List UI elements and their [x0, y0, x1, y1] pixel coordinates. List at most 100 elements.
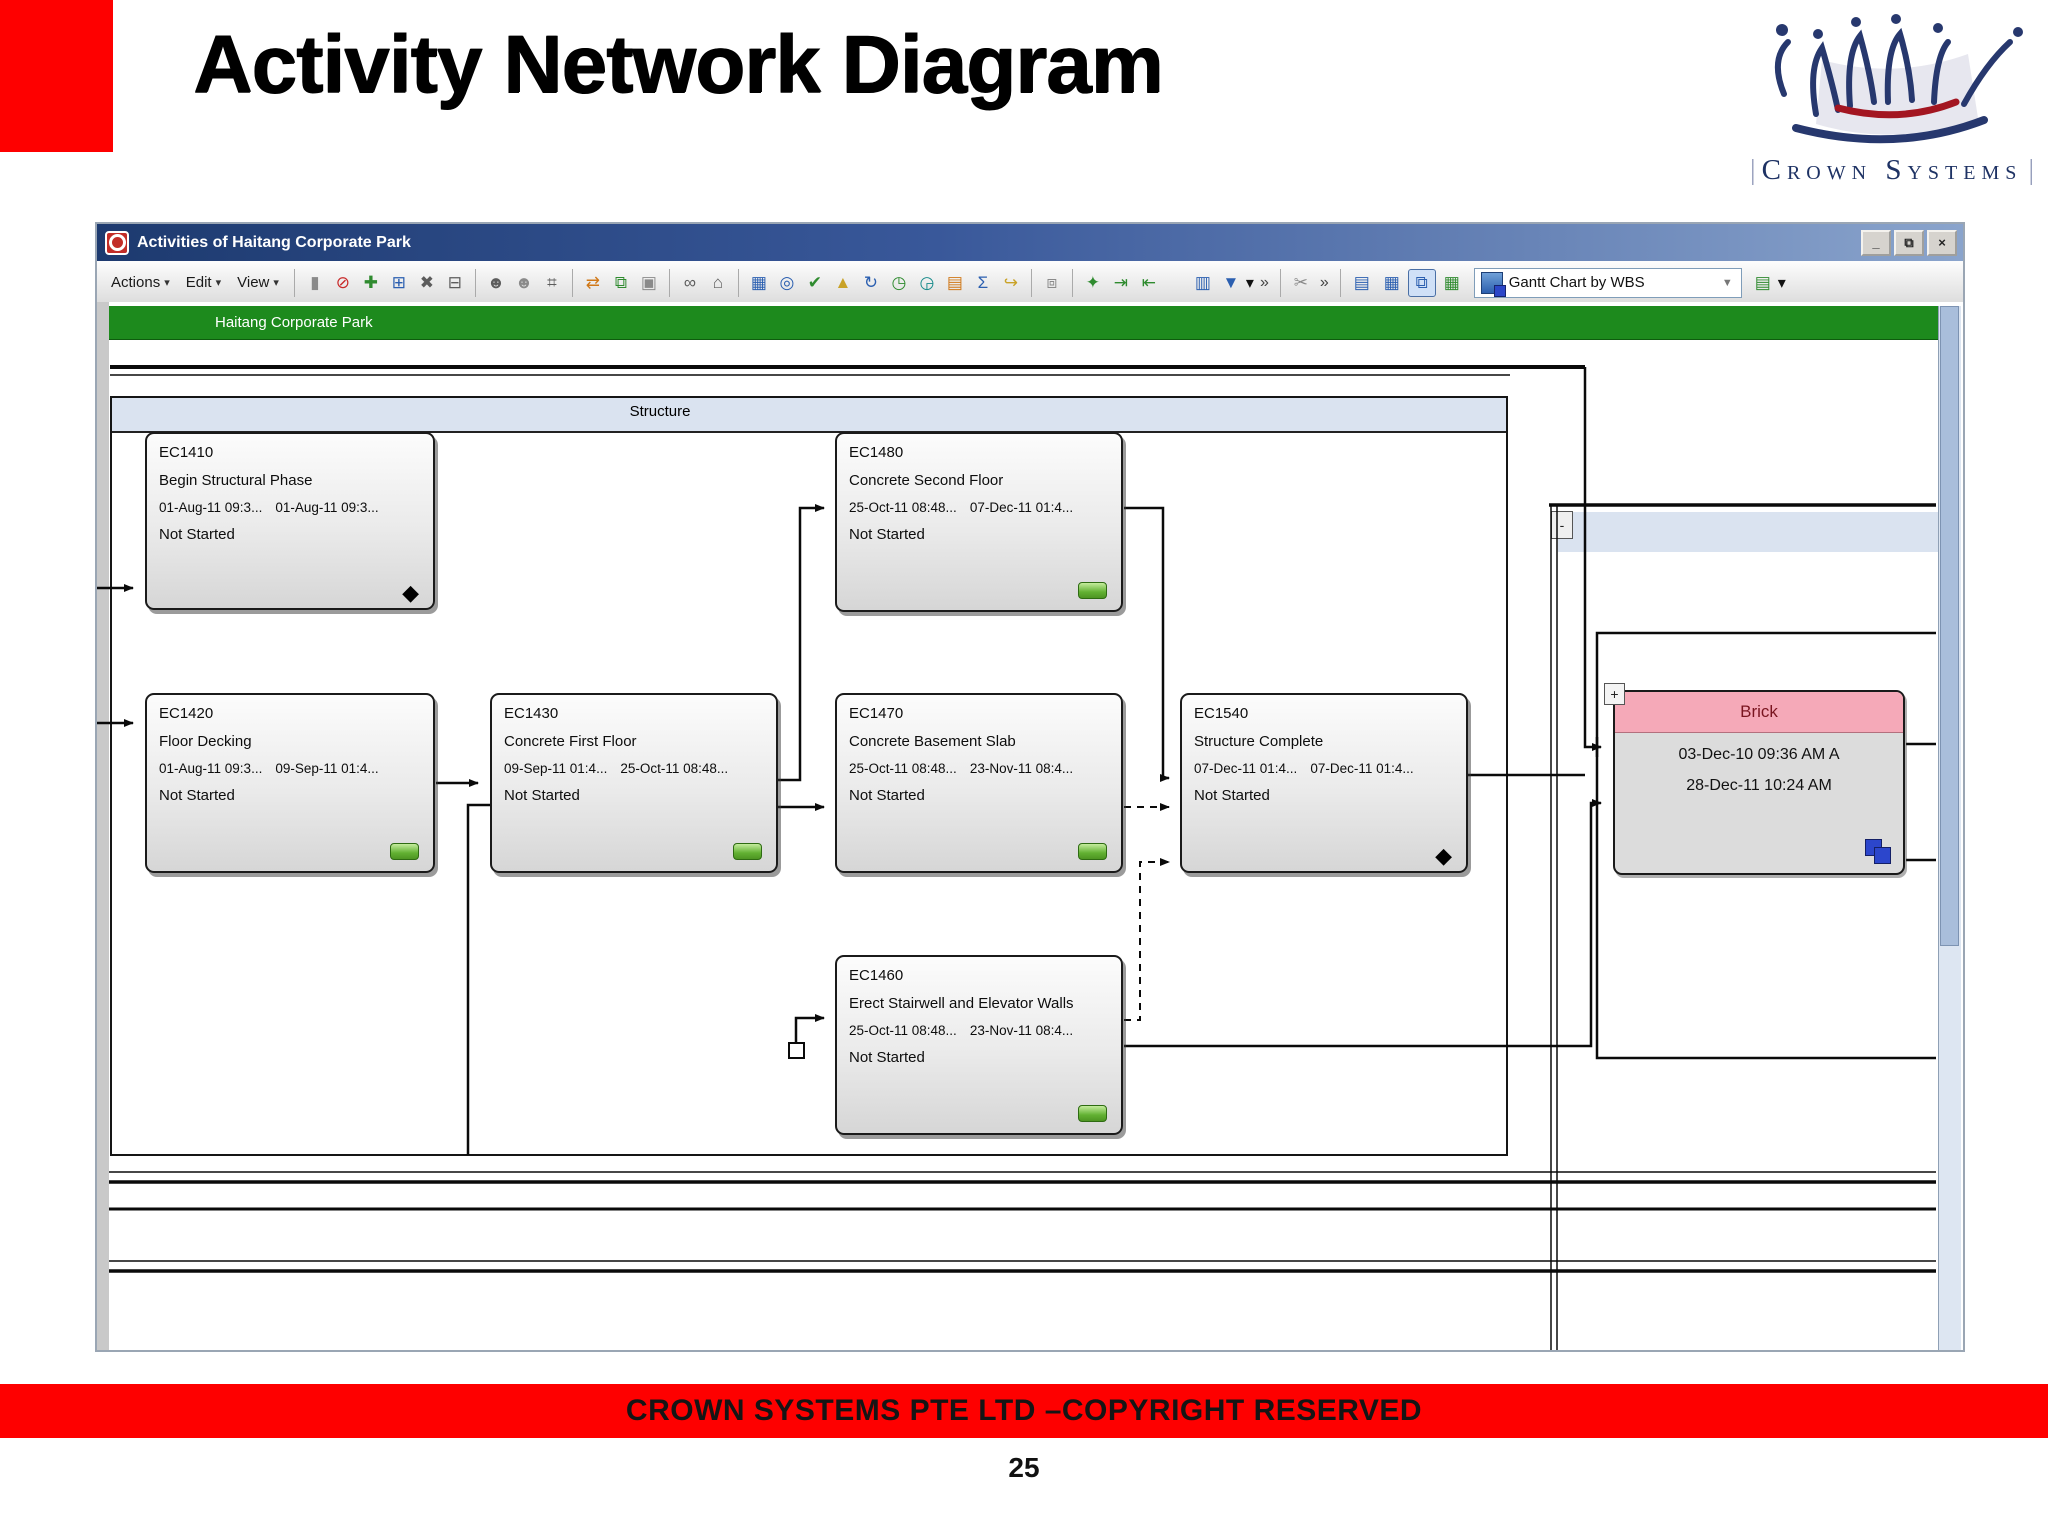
add-row-icon[interactable]: ⊞ — [391, 273, 407, 292]
task-bar-icon — [390, 843, 419, 860]
chevron-down-icon: ▾ — [164, 277, 170, 289]
group-squares-icon — [1865, 839, 1891, 864]
layout-selector[interactable]: Gantt Chart by WBS ▼ — [1473, 267, 1742, 298]
menu-actions[interactable]: Actions▾ — [111, 274, 170, 291]
wbs-structure-band[interactable] — [112, 398, 1506, 433]
network-view-icon[interactable]: ⧉ — [1407, 268, 1436, 297]
activity-box-ec1480[interactable]: EC1480 Concrete Second Floor 25-Oct-11 0… — [835, 432, 1123, 612]
leveler-icon[interactable]: ▲ — [834, 273, 852, 292]
activity-box-ec1460[interactable]: EC1460 Erect Stairwell and Elevator Wall… — [835, 955, 1123, 1135]
activity-box-brick[interactable]: Brick 03-Dec-10 09:36 AM A 28-Dec-11 10:… — [1613, 690, 1905, 875]
paste-icon[interactable]: ▣ — [640, 273, 657, 292]
page-number: 25 — [1008, 1452, 1040, 1483]
toolbar-right-group: ▥ ▼ ▾ » ✂ » ▤ ▦ ⧉ ▦ Gantt Chart by WBS ▼… — [1190, 267, 1786, 298]
summarize-icon[interactable]: Σ — [977, 273, 989, 292]
filter-icon[interactable]: ▼ — [1222, 273, 1240, 292]
canvas-left-margin — [97, 302, 109, 1350]
wbs-second-band[interactable] — [1558, 512, 1938, 552]
page-title: Activity Network Diagram — [193, 19, 1163, 110]
send-project-icon[interactable]: ↪ — [1003, 273, 1019, 292]
home-icon[interactable]: ⌂ — [712, 273, 724, 292]
print-preview-icon[interactable]: ⧈ — [1046, 273, 1058, 292]
minimize-button[interactable]: _ — [1861, 229, 1891, 256]
expand-button[interactable]: + — [1604, 683, 1625, 705]
activity-name: Erect Stairwell and Elevator Walls — [849, 995, 1074, 1012]
find-document-icon[interactable]: ◎ — [779, 273, 795, 292]
copy-icon[interactable]: ⧉ — [614, 273, 627, 292]
role-icon[interactable]: ☻ — [514, 273, 533, 292]
activity-dates: 25-Oct-11 08:48...23-Nov-11 08:4... — [849, 1023, 1074, 1038]
add-activity-icon[interactable]: ✚ — [363, 273, 379, 292]
logo-name: Crown Systems — [1761, 154, 2023, 186]
excel-import-icon[interactable]: ⇥ — [1113, 273, 1129, 292]
columns-icon[interactable]: ▥ — [1194, 273, 1211, 292]
window-titlebar: Activities of Haitang Corporate Park _ ⧉… — [97, 224, 1963, 261]
activity-box-ec1410[interactable]: EC1410 Begin Structural Phase 01-Aug-11 … — [145, 432, 435, 610]
collapse-button[interactable]: - — [1551, 511, 1573, 539]
overflow-chevron-icon[interactable]: » — [1259, 273, 1269, 291]
activity-id: EC1480 — [849, 444, 904, 461]
task-bar-icon — [733, 843, 762, 860]
activity-status: Not Started — [504, 787, 580, 804]
table-view-icon[interactable]: ▦ — [1383, 273, 1400, 292]
ruler-icon[interactable]: ⌗ — [547, 273, 557, 292]
resource-icon[interactable]: ☻ — [486, 273, 505, 292]
activity-status: Not Started — [849, 787, 925, 804]
activity-name: Concrete Second Floor — [849, 472, 1004, 489]
chevron-down-icon[interactable]: ▼ — [1721, 276, 1733, 289]
progress-check-icon[interactable]: ✔ — [807, 273, 823, 292]
activity-status: Not Started — [159, 526, 235, 543]
save-icon[interactable]: ▮ — [310, 273, 320, 292]
activity-id: EC1420 — [159, 705, 214, 722]
activity-dates: 09-Sep-11 01:4...25-Oct-11 08:48... — [504, 761, 729, 776]
project-band[interactable]: Haitang Corporate Park — [109, 306, 1938, 340]
task-bar-icon — [1078, 1105, 1107, 1122]
restore-button[interactable]: ⧉ — [1894, 229, 1924, 256]
cut-icon[interactable]: ✂ — [1293, 273, 1308, 292]
project-band-label: Haitang Corporate Park — [215, 314, 373, 331]
activity-box-ec1420[interactable]: EC1420 Floor Decking 01-Aug-11 09:3...09… — [145, 693, 435, 873]
chevron-down-icon: ▾ — [273, 277, 279, 289]
overflow-chevron-icon[interactable]: » — [1319, 273, 1329, 291]
calendar-view-icon[interactable]: ▦ — [1443, 273, 1460, 292]
delete-icon[interactable]: ✖ — [419, 273, 435, 292]
remove-row-icon[interactable]: ⊟ — [447, 273, 463, 292]
scrollbar-thumb[interactable] — [1940, 306, 1959, 946]
gantt-view-icon[interactable]: ▤ — [1353, 273, 1370, 292]
activity-status: Not Started — [1194, 787, 1270, 804]
logo-wordmark: |Crown Systems| — [1749, 154, 2035, 186]
activity-box-ec1430[interactable]: EC1430 Concrete First Floor 09-Sep-11 01… — [490, 693, 778, 873]
excel-new-icon[interactable]: ✦ — [1085, 273, 1101, 292]
footer-text: CROWN SYSTEMS PTE LTD –COPYRIGHT RESERVE… — [625, 1394, 1423, 1427]
activity-box-ec1470[interactable]: EC1470 Concrete Basement Slab 25-Oct-11 … — [835, 693, 1123, 873]
excel-export-icon[interactable]: ⇤ — [1141, 273, 1157, 292]
store-period-icon[interactable]: ▤ — [946, 273, 963, 292]
menu-edit[interactable]: Edit▾ — [185, 274, 222, 291]
wbs-structure-label: Structure — [629, 403, 691, 420]
layout-options-icon[interactable]: ▤ — [1754, 273, 1771, 292]
activity-name: Structure Complete — [1194, 733, 1324, 750]
activity-id: EC1410 — [159, 444, 214, 461]
brick-start-date: 03-Dec-10 09:36 AM A — [1678, 746, 1840, 763]
activity-name: Floor Decking — [159, 733, 252, 750]
slide-accent-block — [0, 0, 113, 152]
toolbar: Actions▾ Edit▾ View▾ ▮ ⊘ ✚ ⊞ ✖ ⊟ ☻ ☻ ⌗ ⇄… — [97, 261, 1963, 305]
recalculate-icon[interactable]: ↻ — [863, 273, 879, 292]
schedule-clock-icon[interactable]: ◷ — [891, 273, 907, 292]
vertical-scrollbar[interactable] — [1938, 306, 1961, 1350]
monitor-icon[interactable]: ▦ — [750, 273, 767, 292]
activity-dates: 25-Oct-11 08:48...23-Nov-11 08:4... — [849, 761, 1074, 776]
menu-view[interactable]: View▾ — [237, 274, 279, 291]
chevron-down-icon[interactable]: ▾ — [1245, 274, 1254, 292]
shears-icon[interactable]: ⇄ — [585, 273, 601, 292]
activity-box-ec1540[interactable]: EC1540 Structure Complete 07-Dec-11 01:4… — [1180, 693, 1468, 873]
trim-clock-icon[interactable]: ◶ — [919, 273, 935, 292]
link-icon[interactable]: ∞ — [683, 273, 696, 292]
activity-dates: 25-Oct-11 08:48...07-Dec-11 01:4... — [849, 500, 1074, 515]
layout-selector-value: Gantt Chart by WBS — [1508, 274, 1645, 291]
close-button[interactable]: × — [1927, 229, 1957, 256]
chevron-down-icon: ▾ — [215, 277, 222, 289]
oracle-app-icon — [105, 230, 129, 255]
chevron-down-icon[interactable]: ▾ — [1777, 274, 1786, 292]
ban-icon[interactable]: ⊘ — [335, 273, 351, 292]
